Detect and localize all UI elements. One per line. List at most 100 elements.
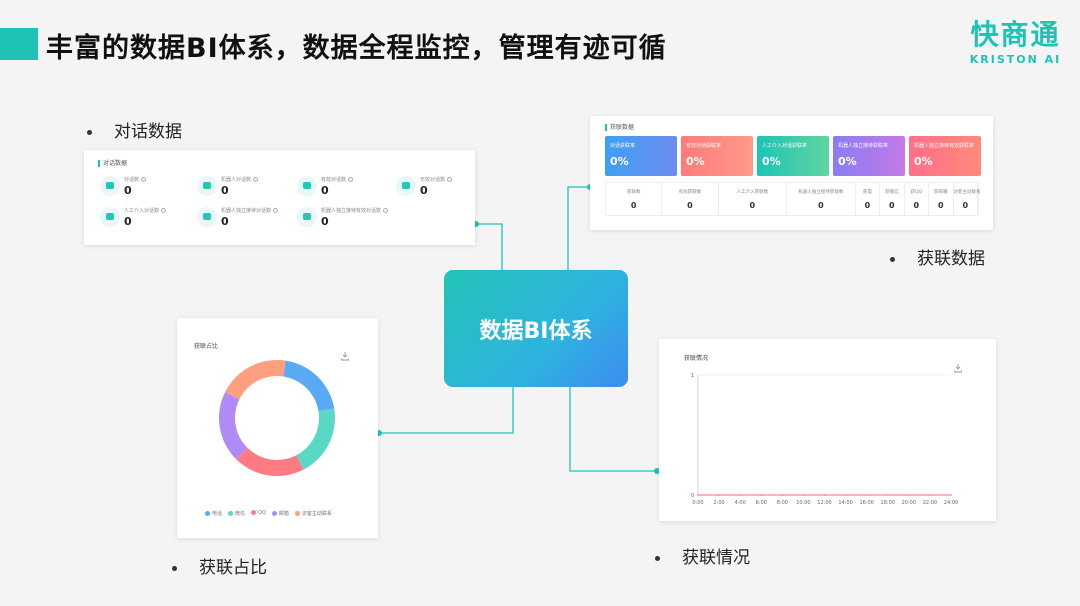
bullet-trend-label: 获联情况 xyxy=(682,548,750,568)
trend-chart-title: 获联情况 xyxy=(684,355,709,362)
stat-value: 0 xyxy=(818,201,824,210)
legend-label: 微信 xyxy=(235,511,246,517)
stat-value: 0 xyxy=(864,201,871,210)
stat-value: 0 xyxy=(749,201,756,210)
conversation-stat-label: 有效对话数 xyxy=(321,176,354,183)
series-point xyxy=(781,494,784,496)
tile-label: 有效对话获联率 xyxy=(686,143,722,149)
legend-swatch xyxy=(228,511,234,516)
acquisition-stat: 获电 0 xyxy=(856,183,881,215)
tile-label: 人工介入对话获联率 xyxy=(762,143,808,149)
page-title: 丰富的数据BI体系，数据全程监控，管理有迹可循 xyxy=(46,33,667,64)
download-icon[interactable] xyxy=(953,363,963,373)
brand-logo: 快商通 KRISTON AI xyxy=(968,20,1063,67)
bi-system-hub: 数据BI体系 xyxy=(444,270,628,387)
legend-swatch xyxy=(205,511,210,516)
donut-slice-微信[interactable] xyxy=(296,408,335,470)
stat-label: 获联数 xyxy=(626,190,641,195)
legend-item[interactable]: 邮箱 xyxy=(271,510,289,517)
chat-icon xyxy=(297,207,317,227)
tile-value: 0% xyxy=(686,155,705,168)
donut-slice-访客主动联系[interactable] xyxy=(225,360,286,400)
ratio-chart-card: 获联占比 电话 微信 QQ 邮箱访客主动联系 xyxy=(177,318,378,538)
acquisition-stat: 机器人独立接待获联数 0 xyxy=(787,183,856,215)
legend-label: 邮箱 xyxy=(278,511,289,517)
x-tick-label: 14:00 xyxy=(838,500,852,506)
series-point xyxy=(739,494,741,496)
stat-label: 获QQ xyxy=(910,190,923,195)
series-point xyxy=(886,494,889,496)
series-point xyxy=(929,494,931,496)
x-tick-label: 8:00 xyxy=(777,500,788,506)
legend-swatch xyxy=(294,511,300,516)
chat-icon xyxy=(100,176,120,196)
download-icon[interactable] xyxy=(340,351,350,361)
series-point xyxy=(950,494,952,496)
y-tick-label: 0 xyxy=(691,493,694,499)
x-tick-label: 16:00 xyxy=(859,500,873,506)
conversation-stat-value: 0 xyxy=(321,215,329,228)
stat-value: 0 xyxy=(687,201,693,210)
stat-label: 获电 xyxy=(862,190,872,195)
series-point xyxy=(865,494,868,496)
conversation-stat-value: 0 xyxy=(321,184,329,197)
x-tick-label: 22:00 xyxy=(923,500,937,506)
donut-slice-QQ[interactable] xyxy=(236,447,304,476)
stat-label: 机器人独立接待获联数 xyxy=(798,190,844,195)
ratio-chart-title: 获联占比 xyxy=(194,343,219,350)
donut-slice-邮箱[interactable] xyxy=(219,392,248,460)
tile-label: 对话获联率 xyxy=(610,143,636,149)
tile-value: 0% xyxy=(610,155,629,168)
help-icon xyxy=(348,177,354,182)
acquisition-card-label: 获联数据 xyxy=(605,124,634,131)
legend-swatch xyxy=(271,511,277,516)
legend-item[interactable]: 微信 xyxy=(228,510,245,517)
ratio-donut-chart xyxy=(219,360,335,476)
conversation-stat-label: 机器人独立接待有效对话数 xyxy=(321,207,389,214)
stat-label: 人工介入获联数 xyxy=(736,190,769,195)
bullet-ratio-label: 获联占比 xyxy=(199,558,267,578)
conversation-stat-value: 0 xyxy=(124,215,132,228)
series-point xyxy=(823,494,826,496)
help-icon xyxy=(161,208,167,213)
bullet-conversation: 对话数据 xyxy=(87,117,182,142)
legend-label: QQ xyxy=(258,510,266,516)
stat-value: 0 xyxy=(630,201,637,210)
x-tick-label: 0:00 xyxy=(692,500,703,506)
conversation-stat-value: 0 xyxy=(221,184,229,197)
help-icon xyxy=(447,177,453,182)
conversation-stat-label: 对话数 xyxy=(124,176,147,183)
conversation-stat-value: 0 xyxy=(420,184,428,197)
conversation-stat-label: 机器人独立接待对话数 xyxy=(221,207,279,214)
connector-dot xyxy=(654,468,660,474)
tile-label: 机器人独立接待有效获联率 xyxy=(914,143,975,149)
stat-label: 有效获联数 xyxy=(678,190,702,195)
connector-trend xyxy=(569,387,657,472)
connector-acquisition xyxy=(567,186,590,270)
help-icon xyxy=(383,208,389,213)
legend-item[interactable]: 电话 xyxy=(205,510,222,517)
stat-value: 0 xyxy=(913,201,920,210)
x-tick-label: 12:00 xyxy=(817,500,831,506)
legend-item[interactable]: QQ xyxy=(251,510,266,517)
connector-ratio xyxy=(379,387,514,434)
x-tick-label: 10:00 xyxy=(796,500,810,506)
conversation-stat-value: 0 xyxy=(124,184,132,197)
acquisition-stat: 获联数 0 xyxy=(606,183,663,215)
donut-slice-电话[interactable] xyxy=(283,360,335,412)
chat-icon xyxy=(197,176,217,196)
help-icon xyxy=(273,208,279,213)
legend-item[interactable]: 访客主动联系 xyxy=(294,510,332,517)
connector-conversation xyxy=(476,223,503,270)
x-tick-label: 4:00 xyxy=(735,500,746,506)
conversation-stat-label: 无效对话数 xyxy=(420,176,453,183)
acquisition-rate-tile: 有效对话获联率 0% xyxy=(681,136,753,176)
